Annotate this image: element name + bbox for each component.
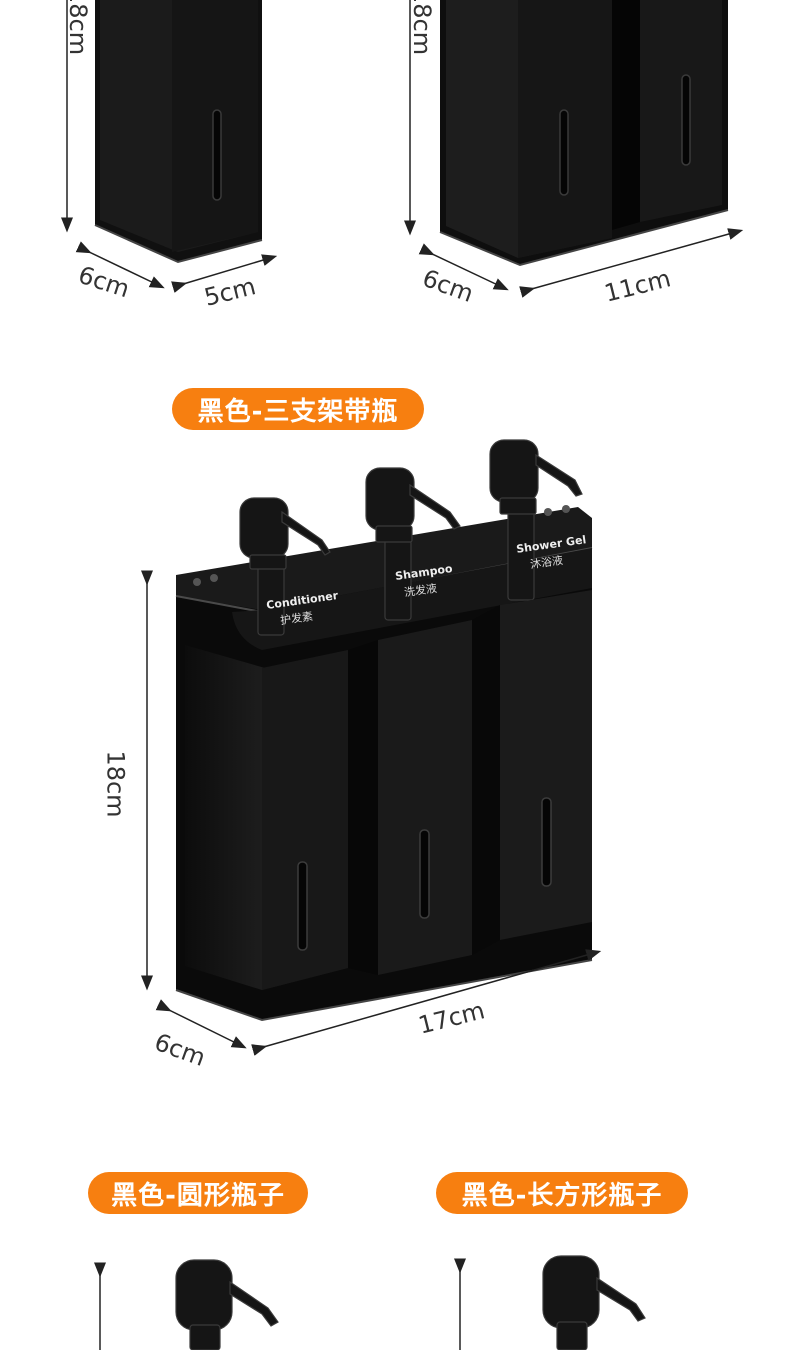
rectangular-bottle-image [542,1255,646,1350]
round-bottle-image [175,1259,279,1350]
double-dispenser-image [439,0,729,267]
single-height-label: 18cm [64,0,92,56]
round-bottle-variant-label: 黑色-圆形瓶子 [88,1172,308,1214]
double-depth-arrow [418,243,509,291]
double-height-label: 18cm [408,0,436,56]
triple-dispenser-image [175,439,593,1022]
single-dispenser-image [94,0,263,264]
triple-depth-arrow [155,999,247,1049]
triple-height-label: 18cm [101,750,130,818]
single-width-arrow [171,254,278,293]
triple-variant-label: 黑色-三支架带瓶 [172,388,424,430]
triple-width-arrow [251,949,602,1056]
double-width-arrow [519,228,744,298]
single-depth-arrow [75,241,165,289]
rectangular-bottle-variant-label: 黑色-长方形瓶子 [436,1172,688,1214]
